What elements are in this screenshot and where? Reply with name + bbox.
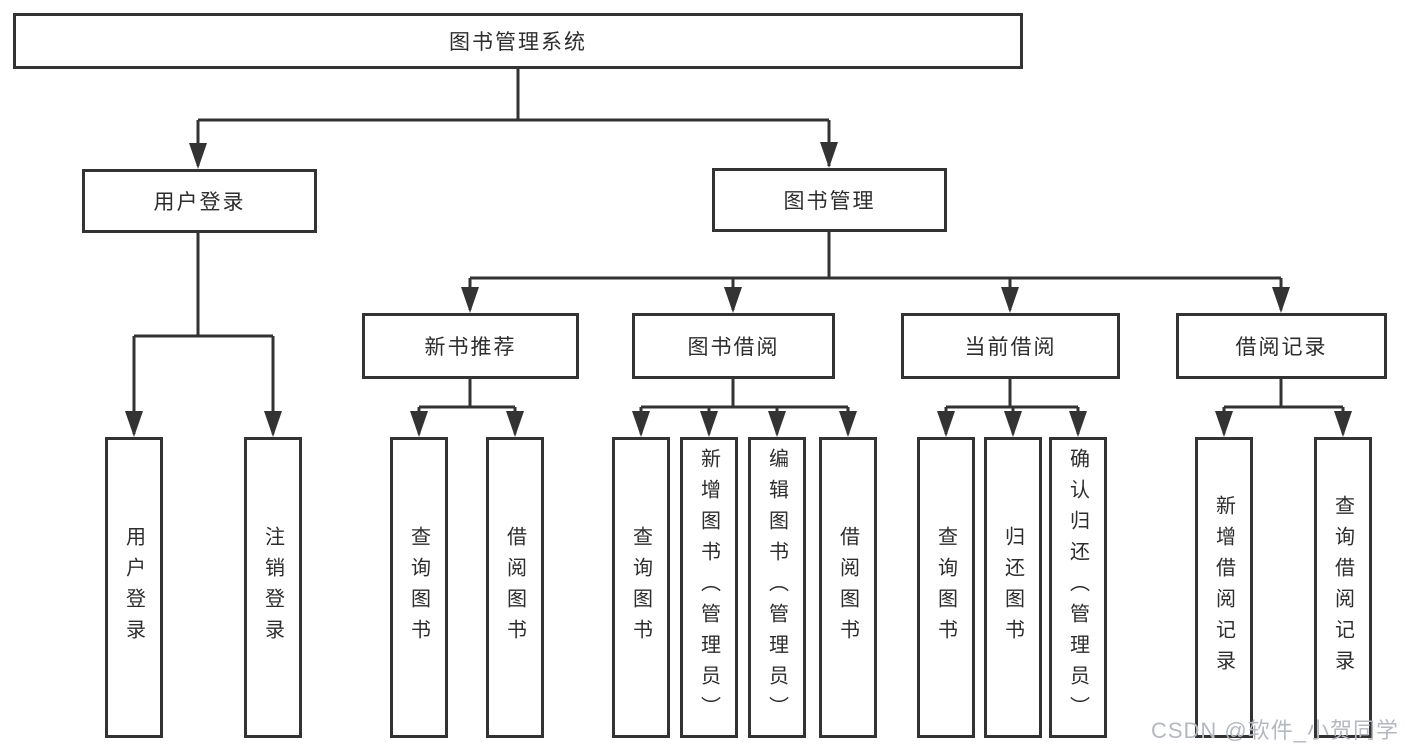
leaf-edit-books-admin: 编辑图书（管理员） — [748, 437, 806, 738]
leaf-borrow-books-recommend: 借阅图书 — [486, 437, 544, 738]
node-library-management-system: 图书管理系统 — [13, 13, 1023, 69]
leaf-query-borrowing-record: 查询借阅记录 — [1314, 437, 1372, 738]
leaf-add-borrowing-record: 新增借阅记录 — [1195, 437, 1253, 738]
arrowheads — [125, 142, 1352, 437]
leaf-query-books-borrow: 查询图书 — [612, 437, 670, 738]
node-user-login: 用户登录 — [82, 169, 317, 233]
node-borrowing-records: 借阅记录 — [1176, 313, 1387, 379]
leaf-user-login: 用户登录 — [105, 437, 163, 738]
node-new-book-recommendation: 新书推荐 — [362, 313, 579, 379]
leaf-confirm-return-admin: 确认归还（管理员） — [1049, 437, 1107, 738]
csdn-watermark: CSDN @软件_小贺同学 — [1150, 718, 1399, 743]
leaf-return-books: 归还图书 — [984, 437, 1042, 738]
leaf-logout-login: 注销登录 — [244, 437, 302, 738]
node-book-borrowing: 图书借阅 — [632, 313, 835, 379]
leaf-borrow-books: 借阅图书 — [819, 437, 877, 738]
node-book-management: 图书管理 — [712, 168, 947, 232]
node-current-borrowing: 当前借阅 — [901, 313, 1120, 379]
leaf-add-books-admin: 新增图书（管理员） — [680, 437, 738, 738]
leaf-query-books-current: 查询图书 — [917, 437, 975, 738]
leaf-query-books-recommend: 查询图书 — [390, 437, 448, 738]
